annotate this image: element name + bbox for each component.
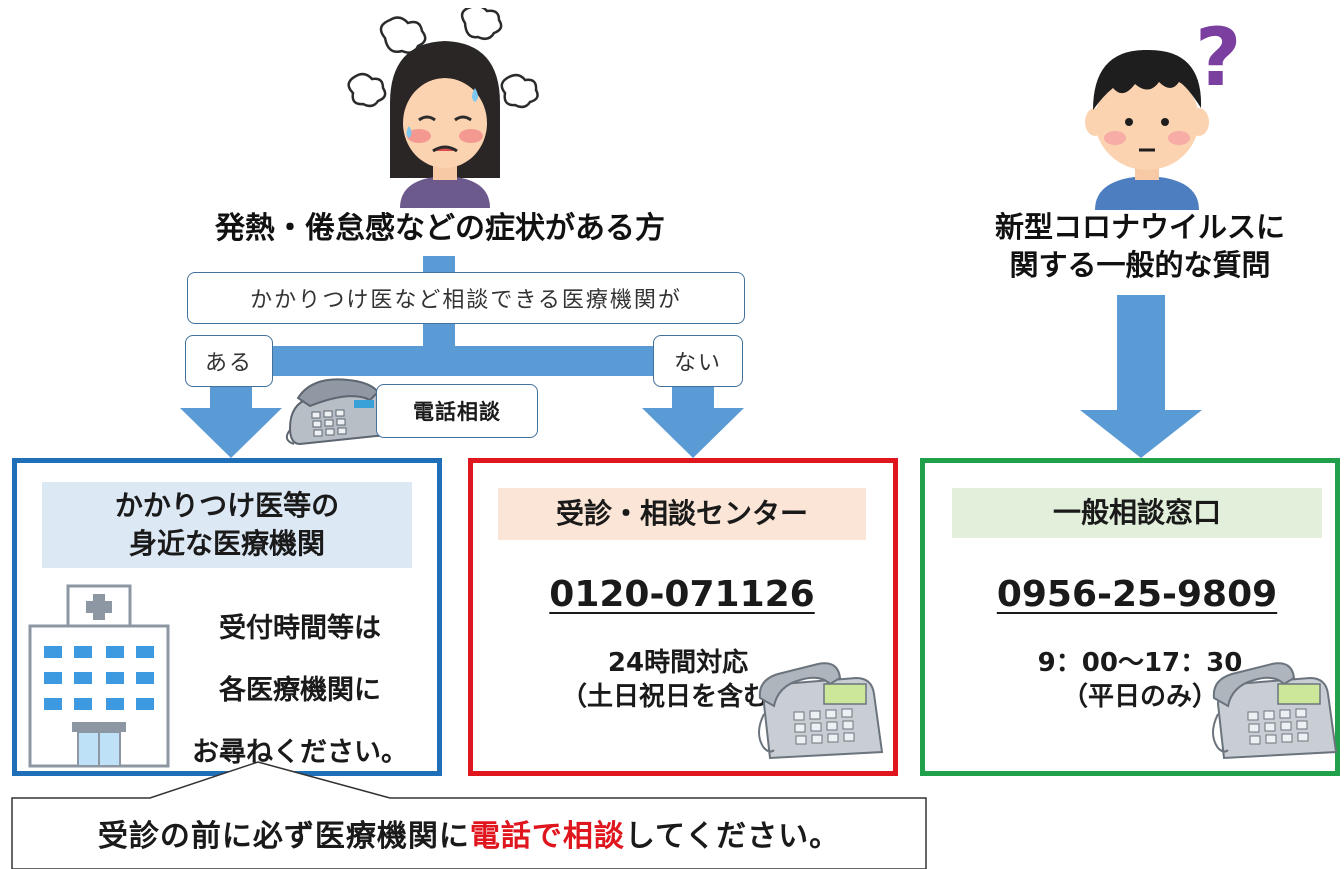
- consult-center-title: 受診・相談センター: [498, 488, 866, 540]
- callout-bubble: [11, 761, 927, 869]
- consult-center-phone-text: 0120-071126: [549, 574, 815, 615]
- symptom-heading: 発熱・倦怠感などの症状がある方: [190, 210, 690, 248]
- phone-consult-label: 電話相談: [376, 384, 538, 438]
- callout-text-before: 受診の前に必ず医療機関に: [97, 819, 470, 854]
- family-doctor-note: 受付時間等は 各医療機関に お尋ねください。: [166, 598, 434, 784]
- general-desk-title-text: 一般相談窓口: [1052, 496, 1221, 529]
- branch-yes-label: ある: [185, 335, 273, 387]
- family-doctor-note-line3: お尋ねください。: [192, 737, 408, 768]
- general-question-heading: 新型コロナウイルスに 関する一般的な質問: [960, 208, 1320, 284]
- confused-boy-icon: ?: [1085, 11, 1241, 210]
- consult-center-title-text: 受診・相談センター: [555, 497, 808, 530]
- arrow-middle-head: [642, 408, 744, 458]
- worried-woman-icon: [347, 8, 539, 208]
- desk-phone-icon-2: [1212, 662, 1338, 760]
- consult-center-hours: 24時間対応 （土日祝日を含む）: [528, 646, 828, 714]
- general-desk-hours-line1: 9：00～17：30: [1037, 648, 1243, 678]
- branch-no-label: ない: [653, 335, 743, 387]
- family-doctor-note-line1: 受付時間等は: [219, 613, 381, 644]
- general-question-heading-line2: 関する一般的な質問: [1009, 248, 1271, 282]
- family-doctor-title-line1: かかりつけ医等の: [114, 489, 340, 522]
- connector-mid: [423, 322, 455, 348]
- family-doctor-title-line2: 身近な医療機関: [128, 527, 325, 560]
- general-desk-hours: 9：00～17：30 （平日のみ）: [1000, 646, 1280, 714]
- general-desk-hours-line2: （平日のみ）: [1061, 682, 1218, 712]
- callout-text-accent: 電話で相談: [469, 819, 625, 854]
- family-doctor-title: かかりつけ医等の 身近な医療機関: [42, 482, 412, 568]
- consult-center-hours-line1: 24時間対応: [607, 648, 749, 678]
- telephone-small-icon: [285, 378, 389, 446]
- general-desk-title: 一般相談窓口: [952, 488, 1322, 538]
- callout-message: 受診の前に必ず医療機関に電話で相談してください。: [12, 800, 926, 866]
- arrow-right-shaft: [1117, 295, 1165, 413]
- question-box-text: かかりつけ医など相談できる医療機関が: [250, 288, 682, 313]
- general-desk-phone: 0956-25-9809: [952, 574, 1322, 615]
- consult-center-hours-line2: （土日祝日を含む）: [560, 682, 795, 712]
- consult-center-phone: 0120-071126: [498, 574, 866, 615]
- symptom-heading-text: 発熱・倦怠感などの症状がある方: [215, 211, 665, 246]
- family-doctor-note-line2: 各医療機関に: [219, 675, 381, 706]
- general-desk-phone-text: 0956-25-9809: [996, 574, 1278, 615]
- branch-no-text: ない: [673, 351, 722, 376]
- branch-yes-text: ある: [204, 351, 253, 376]
- phone-consult-text: 電話相談: [413, 400, 501, 424]
- hospital-icon: [28, 584, 170, 768]
- callout-text-after: してください。: [624, 819, 841, 854]
- question-box: かかりつけ医など相談できる医療機関が: [187, 272, 745, 324]
- general-question-heading-line1: 新型コロナウイルスに: [994, 210, 1285, 244]
- connector-branch: [210, 346, 708, 376]
- arrow-left-head: [180, 408, 282, 458]
- arrow-right-head: [1080, 410, 1202, 458]
- desk-phone-icon: [758, 662, 884, 760]
- svg-text:?: ?: [1195, 11, 1241, 104]
